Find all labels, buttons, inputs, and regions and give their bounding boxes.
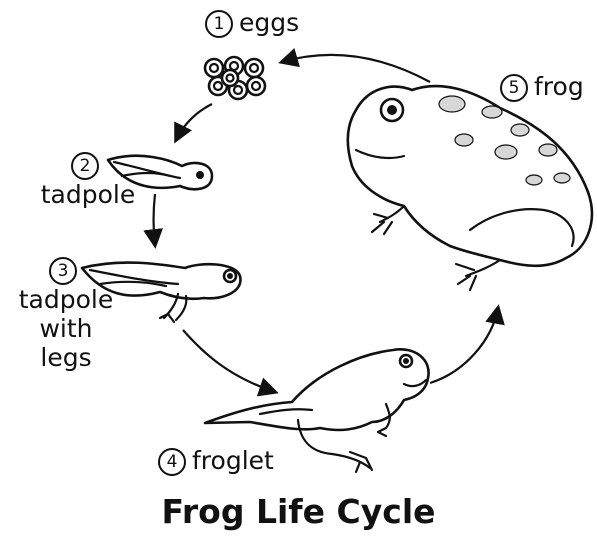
stage-number-5: 5 <box>500 74 528 102</box>
label-tadpole: 2 tadpole <box>28 150 148 209</box>
stage-name-line-2: with <box>6 314 126 343</box>
arrow-tadpole-with-legs-to-froglet <box>183 330 275 392</box>
stage-number-4: 4 <box>158 448 186 476</box>
arrow-frog-to-eggs <box>282 55 430 82</box>
label-tadpole-with-legs: 3 tadpole with legs <box>6 255 126 372</box>
egg <box>247 77 265 95</box>
diagram-title: Frog Life Cycle <box>0 492 597 532</box>
arrow-tadpole-to-tadpole-with-legs <box>154 194 156 245</box>
arrow-eggs-to-tadpole <box>176 104 212 140</box>
stage-name-frog: frog <box>534 72 584 101</box>
frog-illustration <box>348 86 592 290</box>
eggs-illustration <box>205 57 265 99</box>
stage-number-2: 2 <box>71 152 99 180</box>
stage-name-froglet: froglet <box>192 446 274 475</box>
stage-name-line-3: legs <box>6 343 126 372</box>
stage-number-3: 3 <box>49 257 77 285</box>
stage-name-line-1: tadpole <box>6 285 126 314</box>
egg <box>245 59 263 77</box>
stage-name-tadpole: tadpole <box>28 180 148 209</box>
egg <box>222 70 238 86</box>
stage-number-1: 1 <box>205 10 233 38</box>
egg <box>205 59 223 77</box>
stage-name-eggs: eggs <box>239 8 299 37</box>
arrow-froglet-to-frog <box>430 308 498 383</box>
